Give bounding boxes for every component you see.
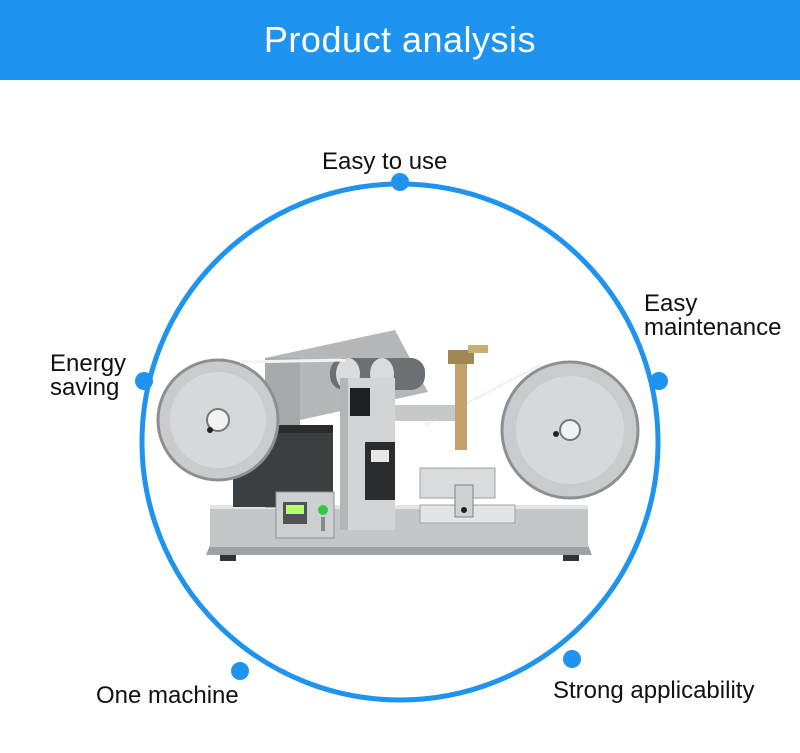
page-title: Product analysis — [263, 19, 537, 60]
feature-label-line: maintenance — [644, 314, 782, 341]
feature-label-easy-to-use: Easy to use — [322, 148, 448, 175]
feature-dot-right — [650, 372, 668, 390]
feature-dot-bottom-left — [231, 662, 249, 680]
feature-label-line: Energy — [50, 350, 127, 377]
feature-dot-top — [391, 173, 409, 191]
feature-dot-bottom-right — [563, 650, 581, 668]
feature-label-line: Easy — [644, 290, 698, 317]
feature-label-line: saving — [50, 374, 120, 401]
header-banner: Product analysis — [0, 0, 800, 80]
abrasion-tester-machine-icon — [156, 330, 640, 561]
feature-label-energy-saving: Energy saving — [50, 352, 126, 400]
feature-label-strong-applicability: Strong applicability — [553, 677, 755, 704]
feature-label-one-machine: One machine — [96, 682, 239, 709]
feature-dot-left — [135, 372, 153, 390]
feature-label-easy-maintenance: Easy maintenance — [644, 292, 781, 340]
